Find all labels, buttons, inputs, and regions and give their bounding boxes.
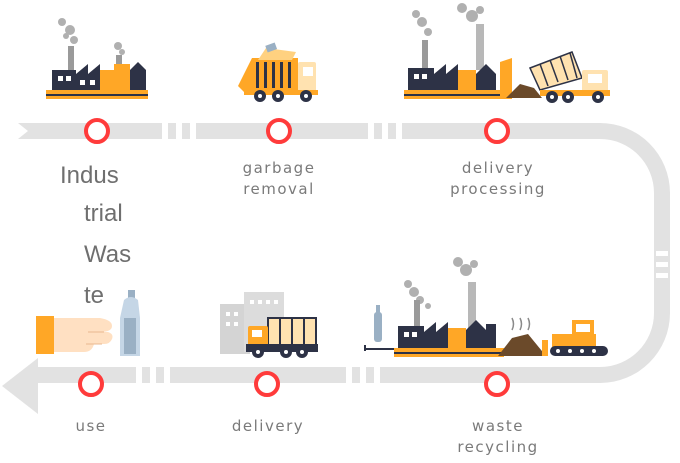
marker-delivery-processing bbox=[484, 118, 510, 144]
label-line: garbage bbox=[242, 159, 316, 177]
label-line: delivery bbox=[231, 417, 305, 435]
step-label-delivery-processing: delivery processing bbox=[428, 158, 568, 200]
step-label-garbage-removal: garbage removal bbox=[219, 158, 339, 200]
garbage-truck-icon bbox=[238, 42, 318, 102]
label-line: delivery bbox=[461, 159, 535, 177]
label-line: use bbox=[75, 417, 107, 435]
track-bottom bbox=[38, 367, 600, 383]
delivery-truck-icon bbox=[220, 292, 318, 358]
title-line-3: Was bbox=[84, 241, 132, 268]
label-line: recycling bbox=[457, 438, 539, 456]
track-tail bbox=[18, 123, 60, 139]
factory-dump-truck-icon bbox=[404, 3, 610, 103]
label-line: waste bbox=[472, 417, 524, 435]
step-markers bbox=[78, 118, 510, 397]
step-label-delivery: delivery bbox=[208, 416, 328, 437]
process-track bbox=[2, 123, 670, 414]
track-arrowhead bbox=[2, 358, 38, 414]
title-line-1: Indus bbox=[60, 162, 119, 189]
label-line: processing bbox=[450, 180, 546, 198]
marker-waste-recycling bbox=[484, 371, 510, 397]
step-label-use: use bbox=[51, 416, 131, 437]
title-line-2: trial bbox=[84, 200, 123, 227]
marker-use bbox=[78, 371, 104, 397]
marker-start bbox=[84, 118, 110, 144]
marker-delivery bbox=[254, 371, 280, 397]
recycling-plant-bulldozer-icon bbox=[364, 257, 608, 357]
hand-bottle-icon bbox=[36, 290, 140, 356]
marker-garbage-removal bbox=[266, 118, 292, 144]
label-line: removal bbox=[243, 180, 315, 198]
track-top bbox=[60, 123, 600, 139]
step-label-waste-recycling: waste recycling bbox=[428, 416, 568, 458]
title-line-4: te bbox=[84, 282, 105, 309]
factory-icon bbox=[46, 18, 148, 99]
